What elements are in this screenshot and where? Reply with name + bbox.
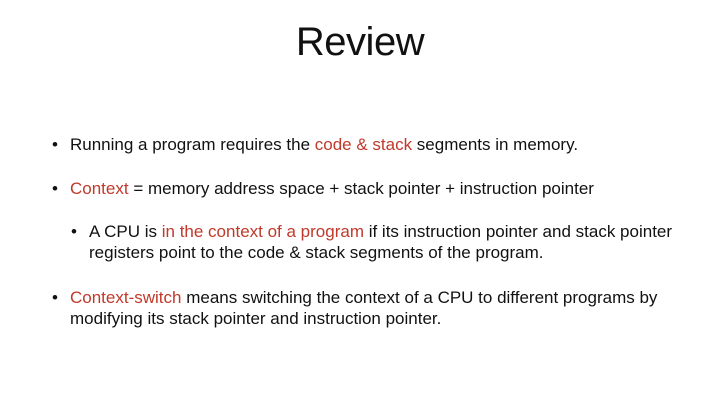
highlight-context-switch: Context-switch <box>70 288 182 307</box>
bullet-text-pre: A CPU is <box>89 222 162 241</box>
highlight-in-context: in the context of a program <box>161 222 364 241</box>
bullet-text-pre: Running a program requires the <box>70 135 315 154</box>
bullet-marker: • <box>52 135 58 154</box>
bullet-marker: • <box>52 288 58 307</box>
sub-bullet-cpu-context: • A CPU is in the context of a program if… <box>71 221 679 263</box>
highlight-code-stack: code & stack <box>314 135 413 154</box>
bullet-marker: • <box>52 179 58 198</box>
bullet-text-post: means switching the context of a CPU to … <box>70 288 658 328</box>
bullet-text-post: = memory address space + stack pointer +… <box>128 179 594 198</box>
bullet-marker: • <box>71 222 77 241</box>
highlight-context: Context <box>70 179 129 198</box>
bullet-code-stack: • Running a program requires the code & s… <box>52 134 670 155</box>
slide-title: Review <box>295 20 425 64</box>
bullet-context-switch: • Context-switch means switching the cont… <box>52 287 670 329</box>
bullet-text-post: if its instruction pointer and stack poi… <box>89 222 673 262</box>
bullet-context: • Context = memory address space + stack … <box>52 178 670 199</box>
bullet-text-post: segments in memory. <box>412 135 579 154</box>
